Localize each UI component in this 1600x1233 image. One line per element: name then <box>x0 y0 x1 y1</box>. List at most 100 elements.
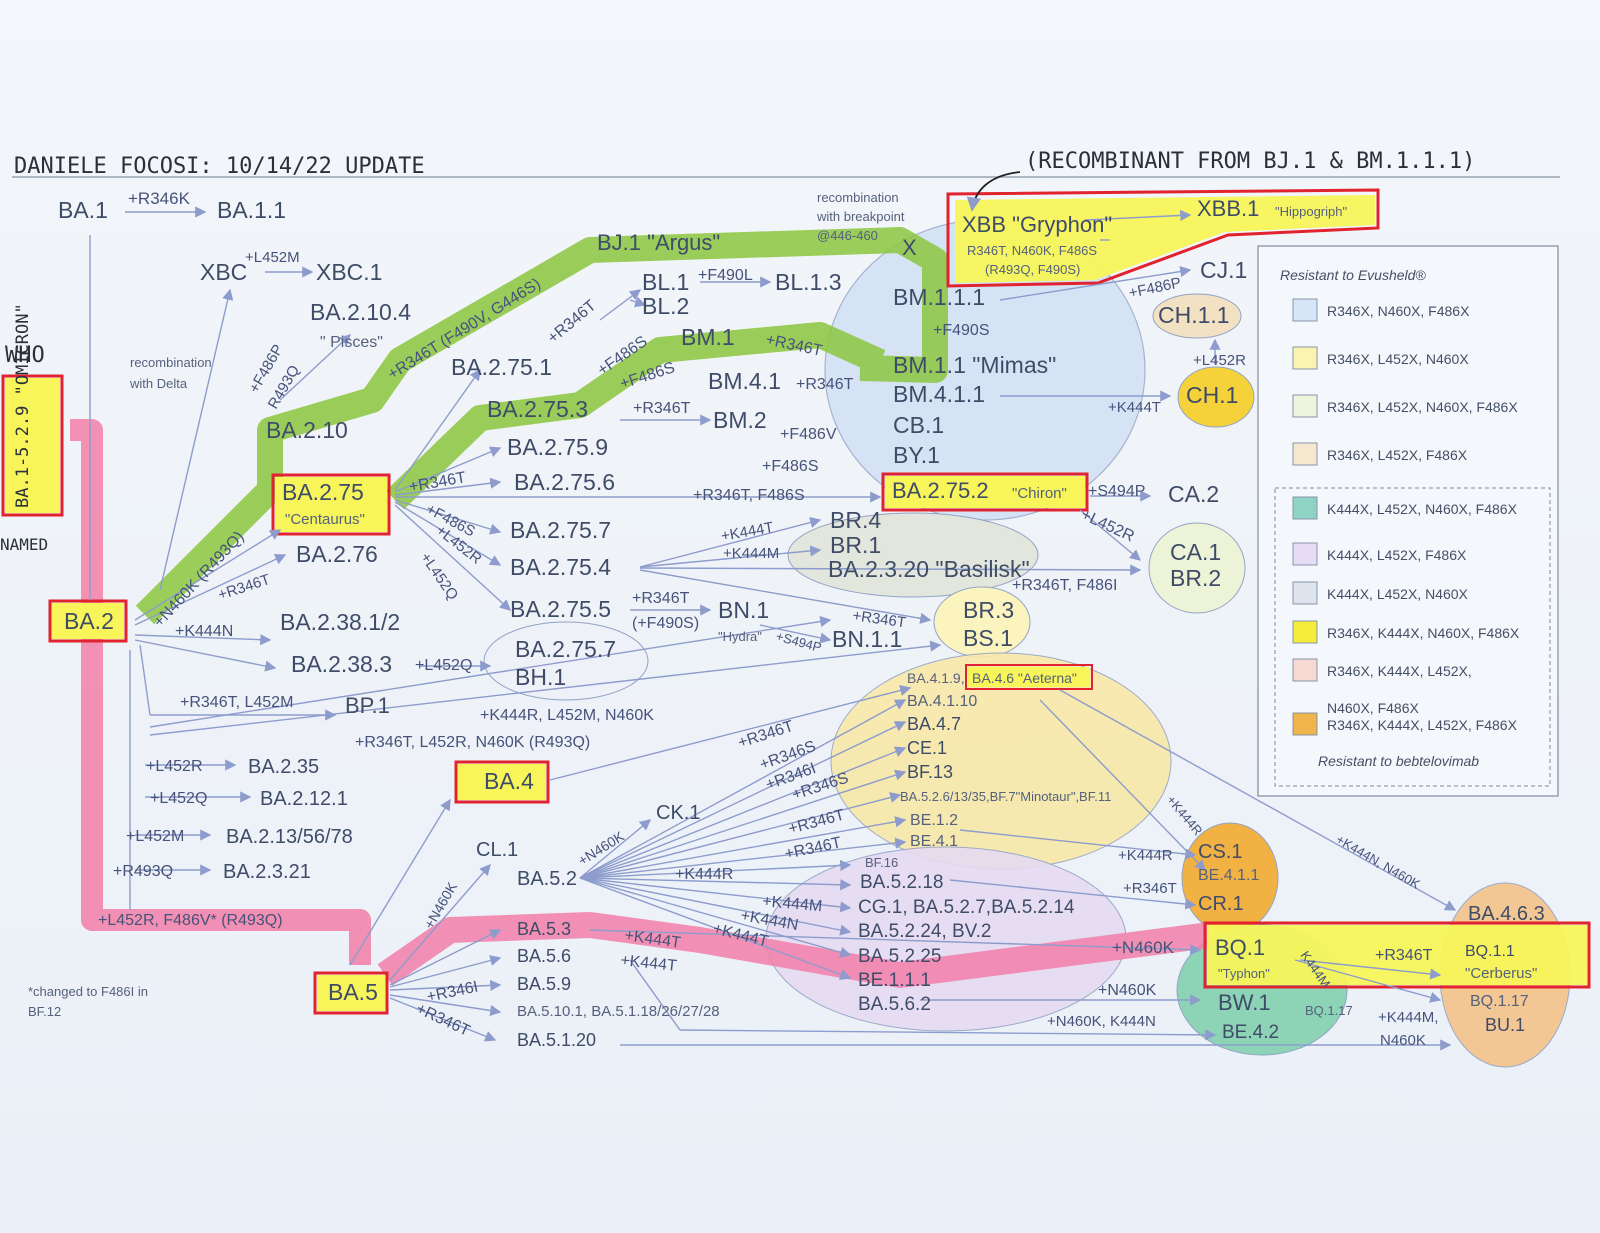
mut-r346t-bn: +R346T <box>632 590 690 607</box>
note-footnote1: *changed to F486I in <box>28 984 148 999</box>
node-ba2755: BA.2.75.5 <box>510 596 611 622</box>
mut-n460k-bw: +N460K <box>1098 982 1157 999</box>
legend-swatch <box>1292 442 1318 466</box>
mut-l452r-ca: +L452R <box>1078 506 1136 545</box>
mut-f490s: +F490S <box>933 322 989 339</box>
legend-swatch <box>1292 542 1318 566</box>
mut-s494p: +S494P <box>1088 483 1145 500</box>
legend-item9-line2: N460X, F486X <box>1327 700 1419 716</box>
mut-r346t-f486i: +R346T, F486I <box>1012 577 1117 594</box>
ellipse-ch1 <box>1177 366 1255 428</box>
node-bw1: BW.1 <box>1218 990 1271 1015</box>
node-cerberus: "Cerberus" <box>1465 965 1537 982</box>
group-ellipses <box>483 219 1571 1068</box>
node-ba52: BA.5.2 <box>517 868 577 890</box>
ellipse-ch11 <box>1152 293 1242 339</box>
legend: Resistant to Evusheld® R346X, N460X, F48… <box>1257 245 1559 797</box>
node-be111: BE.1.1.1 <box>858 970 931 991</box>
mut-l452q2: +L452Q <box>150 790 207 807</box>
notes: recombination with breakpoint @446-460 X… <box>28 190 917 1019</box>
mut-f490s-bn: (+F490S) <box>632 615 699 632</box>
mut-r346t-276: +R346T <box>216 571 272 604</box>
mut-k444r-diag: +K444R <box>1164 792 1206 838</box>
node-ba5224: BA.5.2.24, BV.2 <box>858 921 991 942</box>
mut-r346t-bq11: +R346T <box>1375 947 1433 964</box>
mut-k444t-56: +K444T <box>620 952 678 975</box>
node-hydra: "Hydra" <box>718 629 762 644</box>
node-bn1: BN.1 <box>718 597 769 623</box>
node-ce1: CE.1 <box>907 738 947 758</box>
node-ba53: BA.5.3 <box>517 919 571 939</box>
mut-r346t-l452r-n460k: +R346T, L452R, N460K (R493Q) <box>355 734 590 751</box>
yellow-highlights <box>5 195 1587 1011</box>
legend-label: K444X, L452X, F486X <box>1327 547 1467 563</box>
legend-swatch <box>1292 298 1318 322</box>
legend-swatch <box>1292 346 1318 370</box>
legend-swatch <box>1292 394 1318 418</box>
mut-f486s-by: +F486S <box>762 458 818 475</box>
node-be42: BE.4.2 <box>1222 1022 1279 1043</box>
mut-s494p-bn: +S494P <box>774 628 823 655</box>
node-hippogriph: "Hippogriph" <box>1275 204 1347 219</box>
node-ch1: CH.1 <box>1186 382 1238 408</box>
ellipse-br-group <box>787 512 1039 598</box>
mut-l452m-xbc: +L452M <box>245 249 300 266</box>
node-ba5: BA.5 <box>328 979 378 1005</box>
node-bl13: BL.1.3 <box>775 269 842 295</box>
node-ba463: BA.4.6.3 <box>1468 903 1545 925</box>
legend-label: R346X, K444X, L452X, <box>1327 663 1472 679</box>
legend-swatch <box>1292 581 1318 605</box>
mut-n460k-bq: +N460K <box>1112 938 1175 957</box>
node-ba2: BA.2 <box>64 608 114 634</box>
node-ba2320: BA.2.3.20 "Basilisk" <box>828 556 1030 582</box>
legend-label: R346X, L452X, F486X <box>1327 447 1468 463</box>
legend-box <box>1257 245 1559 797</box>
node-br3: BR.3 <box>963 597 1014 623</box>
mut-k444m-n460k: +K444M, <box>1378 1009 1438 1026</box>
red-boxes <box>1 188 1591 1015</box>
node-bh1: BH.1 <box>515 664 566 690</box>
mut-n460k-k444n: +N460K, K444N <box>1047 1013 1156 1030</box>
node-bq117a: BQ.1.17 <box>1305 1003 1353 1018</box>
legend-bebtelovimab-box <box>1274 487 1551 787</box>
note-recomb2: with breakpoint <box>816 209 905 224</box>
node-bq117b: BQ.1.17 <box>1470 993 1529 1010</box>
node-pisces: " Pisces" <box>320 334 383 351</box>
node-ba2752: BA.2.75.2 <box>892 478 989 503</box>
node-chiron: "Chiron" <box>1012 485 1067 502</box>
node-ba11: BA.1.1 <box>217 197 286 223</box>
mut-k444n-n460k: +K444N, N460K <box>1334 832 1423 892</box>
node-xbb: XBB "Gryphon" <box>962 212 1112 237</box>
node-bm411: BM.4.1.1 <box>893 381 985 407</box>
mut-l452m: +L452M <box>126 828 184 845</box>
node-ba5225: BA.5.2.25 <box>858 946 941 967</box>
node-br1: BR.1 <box>830 532 881 558</box>
node-ca2: CA.2 <box>1168 481 1219 507</box>
ellipse-ca1 <box>1148 522 1246 614</box>
mut-k444r-52: +K444R <box>675 866 733 883</box>
arrows <box>89 171 1457 1051</box>
node-be411: BE.4.1.1 <box>1198 867 1259 884</box>
node-ba2759: BA.2.75.9 <box>507 434 608 460</box>
node-bq11: BQ.1.1 <box>1465 943 1515 960</box>
mut-k444m-52: +K444M <box>762 893 823 915</box>
node-bp1: BP.1 <box>345 693 390 718</box>
legend-title: Resistant to Evusheld® <box>1280 267 1426 283</box>
mut-l452r: +L452R <box>146 758 203 775</box>
mut-r493q-2: +R493Q <box>113 863 173 880</box>
legend-swatch <box>1292 496 1318 520</box>
mut-f490l: +F490L <box>698 267 753 284</box>
mut-r346t-bm41: +R346T <box>796 376 854 393</box>
mut-l452q-bh: +L452Q <box>415 657 472 674</box>
node-bj1: BJ.1 "Argus" <box>597 230 720 255</box>
named-label: NAMED <box>0 535 48 554</box>
node-ba2121: BA.2.12.1 <box>260 788 348 810</box>
node-bm1: BM.1 <box>681 324 735 350</box>
note-recomb1: recombination <box>817 190 899 205</box>
node-bm111: BM.1.1.1 <box>893 284 985 310</box>
node-ba5101: BA.5.10.1, BA.5.1.18/26/27/28 <box>517 1003 720 1020</box>
legend-label: K444X, L452X, N460X <box>1327 586 1469 602</box>
legend-swatch <box>1292 712 1318 736</box>
mut-r346t-b: +R346T <box>787 807 847 838</box>
